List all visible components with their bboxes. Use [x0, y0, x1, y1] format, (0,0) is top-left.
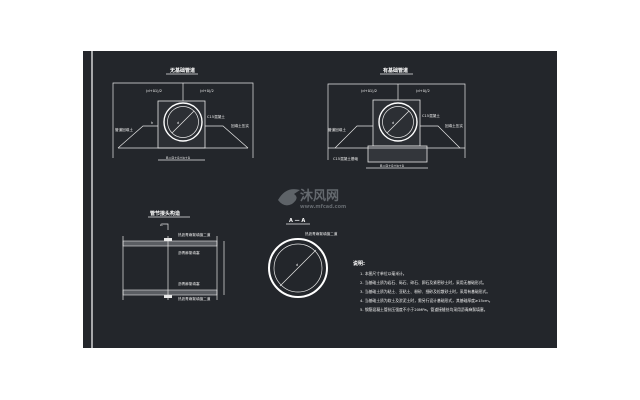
joint-seal	[164, 238, 172, 241]
concrete-encasement	[372, 99, 421, 147]
svg-text:热沥青麻絮填缝二道: 热沥青麻絮填缝二道	[178, 232, 211, 237]
view-no-foundation: 无基础管道 d (d+δ1)/2 (d+δ)/2 管道回填土 回填土压实 C15…	[112, 67, 254, 161]
drawing-canvas	[83, 51, 557, 348]
view-title: A — A	[289, 218, 305, 224]
joint-seal	[164, 295, 172, 298]
svg-text:回填土压实: 回填土压实	[445, 123, 463, 128]
watermark: 沐风网 www.mfcad.com	[278, 188, 346, 210]
notes-heading: 说明:	[353, 260, 365, 267]
svg-text:(d+δ1)/2: (d+δ1)/2	[146, 89, 162, 93]
svg-text:沥青麻絮填塞: 沥青麻絮填塞	[178, 281, 200, 286]
view-with-foundation: 有基础管道 d (d+δ1)/2 (d+δ)/2 管道回填土 回填土压实 C15…	[327, 67, 466, 169]
note-item: 1. 本图尺寸单位以毫米计。	[360, 271, 407, 276]
svg-text:h: h	[151, 121, 153, 125]
svg-text:d: d	[177, 121, 179, 125]
view-title: 有基础管道	[383, 67, 408, 74]
svg-text:热沥青麻絮填缝二道: 热沥青麻絮填缝二道	[305, 231, 338, 236]
svg-text:d: d	[296, 263, 298, 267]
svg-text:B=D+δ+b+δ: B=D+δ+b+δ	[380, 164, 404, 168]
watermark-logo-icon	[278, 189, 300, 206]
view-section-a-a: A — A 热沥青麻絮填缝二道 d	[268, 218, 338, 298]
view-title: 无基础管道	[169, 67, 195, 74]
notes: 说明: 1. 本图尺寸单位以毫米计。 2. 当基础土质为岩石、砾石、碎石、卵石及…	[353, 260, 493, 312]
svg-text:沥青麻絮填塞: 沥青麻絮填塞	[178, 250, 200, 255]
svg-text:管道回填土: 管道回填土	[328, 127, 346, 132]
view-title: 管节接头构造	[150, 210, 181, 217]
pipe-wall-bottom	[122, 289, 218, 296]
pipe-outer	[378, 102, 418, 142]
svg-text:(d+δ1)/2: (d+δ1)/2	[361, 89, 377, 93]
pipe-inner	[167, 106, 199, 138]
pipe-wall-top	[122, 240, 218, 247]
note-item: 4. 当基础土质为软土及淤泥土时，需另行设计基础形式，其基础厚度≥15cm。	[360, 298, 493, 303]
svg-text:B=D+δ+b+δ: B=D+δ+b+δ	[166, 156, 190, 160]
note-item: 3. 当基础土质为粘土、亚粘土、粉砂、细砂及松散砂土时，采用有基础形式。	[360, 289, 490, 294]
svg-text:沐风网: 沐风网	[300, 188, 339, 204]
pipe-outer	[268, 238, 328, 298]
pipe-inner	[273, 243, 323, 293]
svg-text:管道回填土: 管道回填土	[115, 127, 133, 132]
svg-text:C15混凝土: C15混凝土	[422, 113, 440, 118]
svg-text:A: A	[160, 223, 163, 227]
note-item: 2. 当基础土质为岩石、砾石、碎石、卵石及紧密砂土时，采用无基础形式。	[360, 280, 486, 285]
svg-text:C15混凝土基础: C15混凝土基础	[333, 156, 358, 161]
note-item: 5. 钢筋混凝土管抗压强度不小于20MPa，管道接缝处均采用沥青麻絮填塞。	[360, 307, 488, 312]
svg-text:(d+δ)/2: (d+δ)/2	[416, 89, 430, 93]
pipe-inner	[382, 106, 414, 138]
concrete-base	[367, 145, 428, 163]
svg-text:C15混凝土: C15混凝土	[207, 114, 225, 119]
svg-text:回填土压实: 回填土压实	[231, 123, 249, 128]
svg-text:(d+δ)/2: (d+δ)/2	[200, 89, 214, 93]
pipe-outer	[163, 102, 203, 142]
svg-text:d: d	[392, 121, 394, 125]
svg-text:www.mfcad.com: www.mfcad.com	[300, 204, 346, 210]
svg-text:热沥青麻絮填缝二道: 热沥青麻絮填缝二道	[178, 296, 211, 301]
view-pipe-joint: 管节接头构造 A 热沥青麻絮填缝二道 沥青麻絮填塞 沥青麻絮填塞 热沥青麻絮填缝…	[122, 210, 225, 301]
